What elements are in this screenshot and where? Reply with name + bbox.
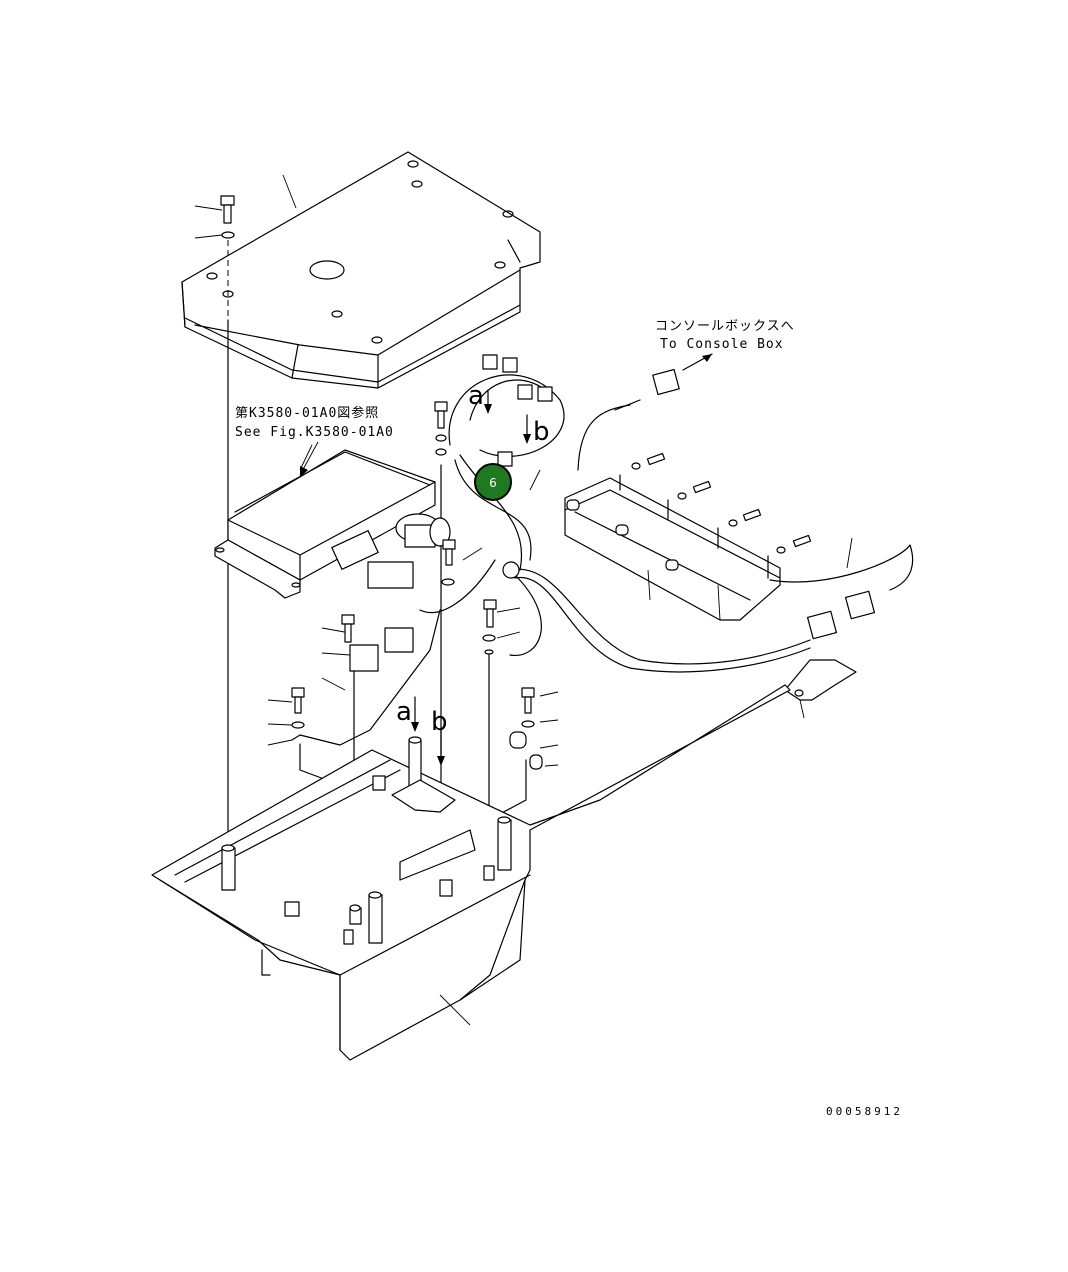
top-cover-plate <box>181 151 541 389</box>
wire-harness <box>419 354 811 673</box>
callout-number[interactable]: 6 <box>489 476 497 490</box>
arrow-markers-upper <box>484 389 531 444</box>
figure-reference-jp: 第K3580-01A0図参照 <box>235 405 379 421</box>
posts <box>221 736 512 945</box>
figure-reference-en: See Fig.K3580-01A0 <box>235 425 394 440</box>
callout-6[interactable]: 6 <box>474 463 512 501</box>
harness-connectors-cluster <box>321 513 451 691</box>
ground-bracket <box>784 659 857 719</box>
console-box-connector <box>652 353 876 640</box>
arrow-label-b-upper: b <box>533 417 550 447</box>
relay-bracket-right <box>564 399 914 621</box>
arrow-label-a-upper: a <box>468 381 484 411</box>
controller-unit <box>214 444 436 599</box>
arrow-label-a-lower: a <box>396 697 412 727</box>
arrow-markers-lower <box>411 696 445 766</box>
bolts-center <box>341 401 521 655</box>
callout-circle[interactable] <box>474 463 512 501</box>
base-frame <box>151 684 791 1061</box>
console-box-label-en: To Console Box <box>660 337 784 352</box>
arrow-label-b-lower: b <box>431 707 448 737</box>
drawing-number: 00058912 <box>826 1105 903 1118</box>
console-box-label-jp: コンソールボックスへ <box>655 319 795 334</box>
bolt-upper-left <box>194 195 235 320</box>
